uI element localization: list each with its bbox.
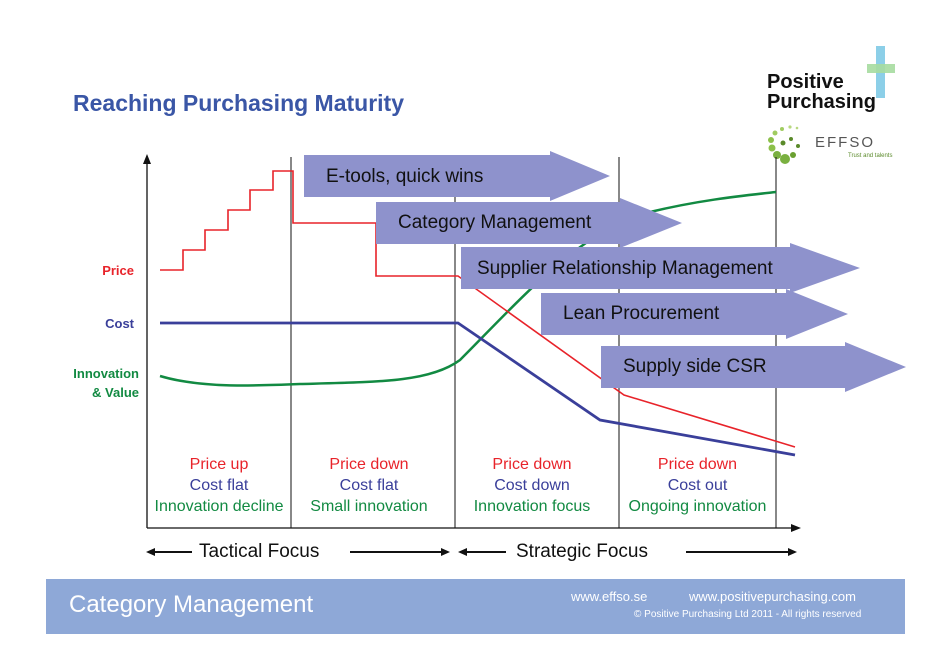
focus-arrow-right-icon xyxy=(441,548,450,556)
footer-link-effso[interactable]: www.effso.se xyxy=(571,589,648,604)
phase-1: Price up Cost flat Innovation decline xyxy=(154,456,284,515)
strategic-focus-label: Strategic Focus xyxy=(516,541,648,562)
phase-2: Price down Cost flat Small innovation xyxy=(310,456,428,515)
initiative-label-srm: Supplier Relationship Management xyxy=(477,258,773,279)
initiative-label-csr: Supply side CSR xyxy=(623,356,767,377)
phase-4: Price down Cost out Ongoing innovation xyxy=(628,456,767,515)
y-label-price: Price xyxy=(102,263,134,278)
initiative-arrow xyxy=(541,289,848,339)
maturity-diagram xyxy=(143,151,906,556)
footer-bar: Category Management www.effso.se www.pos… xyxy=(46,579,905,634)
x-axis-arrow-icon xyxy=(791,524,801,532)
y-label-value: & Value xyxy=(92,385,139,400)
initiative-label-lean: Lean Procurement xyxy=(563,303,720,324)
initiative-arrow xyxy=(461,243,860,293)
initiative-arrow xyxy=(601,342,906,392)
innovation-curve xyxy=(159,190,777,387)
initiative-label-category: Category Management xyxy=(398,212,592,233)
phase-3: Price down Cost down Innovation focus xyxy=(473,456,591,515)
footer-link-positive-purchasing[interactable]: www.positivepurchasing.com xyxy=(689,589,856,604)
footer-title: Category Management xyxy=(69,591,314,618)
focus-arrow-right-icon xyxy=(788,548,797,556)
y-label-cost: Cost xyxy=(105,316,134,331)
initiative-arrow xyxy=(376,198,682,248)
cost-line xyxy=(160,321,796,457)
tactical-focus-label: Tactical Focus xyxy=(199,541,320,562)
focus-arrow-left-icon xyxy=(146,548,155,556)
page-title: Reaching Purchasing Maturity xyxy=(73,90,405,116)
effso-tagline: Trust and talents xyxy=(848,153,893,159)
y-label-innovation: Innovation xyxy=(73,366,139,381)
brand-line-2: Purchasing xyxy=(767,91,876,113)
effso-dots-icon xyxy=(768,125,800,164)
plus-icon xyxy=(867,46,895,98)
effso-wordmark: EFFSO xyxy=(815,134,876,151)
initiative-arrow xyxy=(304,151,610,201)
focus-arrow-left-icon xyxy=(458,548,467,556)
price-line xyxy=(160,170,796,448)
positive-purchasing-logo: Positive Purchasing xyxy=(767,46,895,113)
initiative-label-etools: E-tools, quick wins xyxy=(326,166,484,187)
y-axis-arrow-icon xyxy=(143,154,151,164)
brand-line-1: Positive xyxy=(767,71,844,93)
footer-copyright: © Positive Purchasing Ltd 2011 - All rig… xyxy=(634,609,862,620)
